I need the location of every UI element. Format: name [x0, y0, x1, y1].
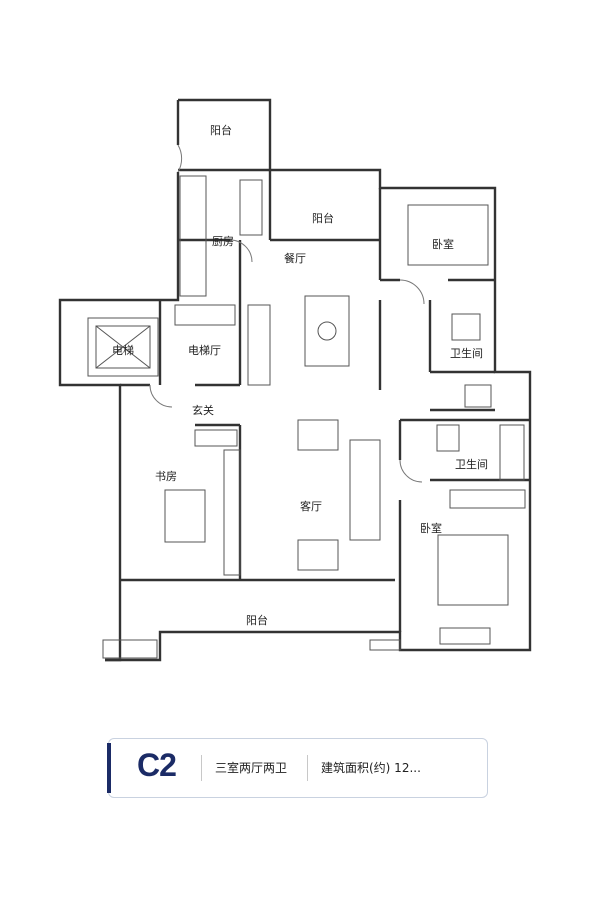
divider — [201, 755, 202, 781]
room-label-bathroom-bottom: 卫生间 — [455, 457, 488, 471]
unit-code: C2 — [137, 747, 177, 783]
unit-area: 建筑面积(约) 12... — [321, 761, 421, 775]
room-label-elevator-hall: 电梯厅 — [188, 344, 221, 357]
door-arcs — [149, 144, 425, 483]
unit-layout: 三室两厅两卫 — [215, 761, 288, 775]
room-label-balcony-mid: 阳台 — [312, 211, 334, 225]
room-labels: 阳台 阳台 厨房 餐厅 卧室 卫生间 电梯 电梯厅 玄关 卫生间 书房 客厅 卧… — [112, 123, 488, 627]
walls — [58, 98, 532, 662]
room-label-study: 书房 — [155, 470, 177, 483]
room-label-bedroom-top: 卧室 — [432, 237, 454, 251]
room-label-balcony-bottom: 阳台 — [246, 613, 268, 627]
room-label-dining: 餐厅 — [284, 251, 306, 265]
thin-lines — [87, 175, 526, 659]
room-label-entrance: 玄关 — [192, 403, 214, 417]
floor-plan: 阳台 阳台 厨房 餐厅 卧室 卫生间 电梯 电梯厅 玄关 卫生间 书房 客厅 卧… — [58, 98, 532, 662]
room-label-living: 客厅 — [300, 499, 322, 513]
room-label-bedroom-bottom: 卧室 — [420, 521, 442, 535]
unit-info-bar: C2 三室两厅两卫 建筑面积(约) 12... — [107, 738, 488, 798]
room-label-elevator: 电梯 — [112, 344, 134, 357]
room-label-bathroom-top: 卫生间 — [450, 346, 483, 360]
divider — [307, 755, 308, 781]
room-label-kitchen: 厨房 — [212, 235, 234, 248]
info-bar-accent — [107, 743, 111, 793]
room-label-balcony-top: 阳台 — [210, 123, 232, 137]
